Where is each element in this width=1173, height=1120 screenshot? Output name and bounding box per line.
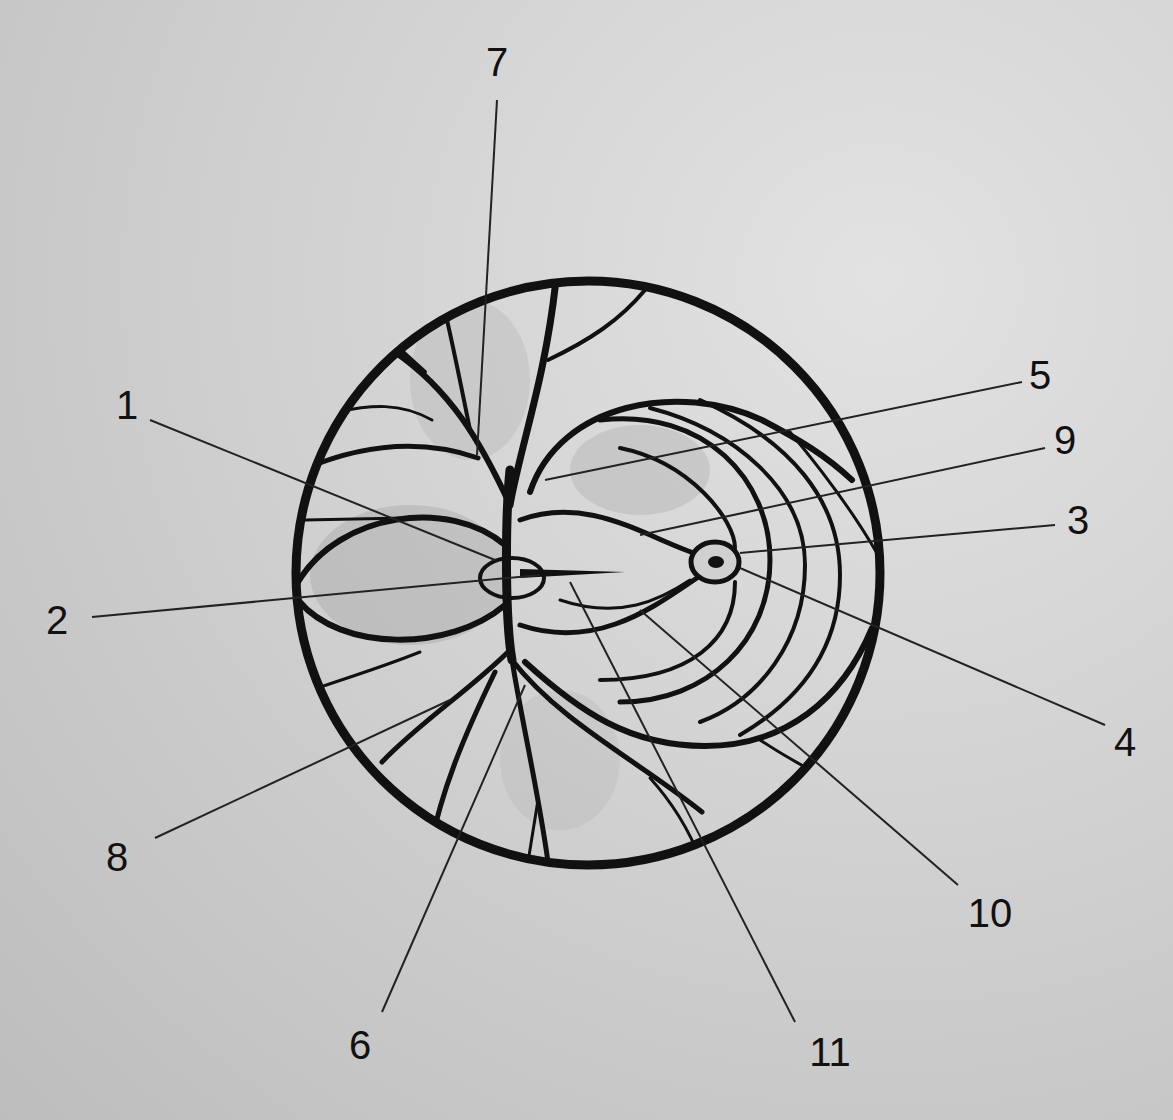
blood-vessel [510,280,556,505]
callout-number: 2 [42,598,72,642]
leader-line [570,582,795,1022]
fundus-outline [296,281,880,865]
blood-vessel [525,628,872,746]
leader-line [477,100,497,455]
callout-number: 9 [1050,418,1080,462]
callout-number: 5 [1025,353,1055,397]
leader-line [740,525,1055,553]
macula [691,542,739,582]
optic-disc [520,569,625,578]
blood-vessel [520,512,700,555]
leader-line [640,448,1045,535]
leader-line [155,700,450,838]
blood-vessel [520,576,700,633]
leader-line [92,100,1105,1022]
callout-number: 3 [1063,498,1093,542]
blood-vessel [382,650,510,762]
blood-vessel [548,290,645,360]
blood-vessel [298,518,505,582]
callout-number: 10 [964,891,1017,935]
blood-vessel [620,448,735,548]
blood-vessel [600,419,770,702]
blood-vessel [650,408,805,722]
callout-number: 7 [482,40,512,84]
macula [691,542,739,582]
callout-number: 8 [102,835,132,879]
blood-vessel [512,660,702,812]
callout-number: 1 [112,383,142,427]
callout-number: 6 [345,1023,375,1067]
blood-vessel [298,600,505,640]
leader-line [150,420,495,560]
leader-line [640,610,958,885]
blood-vessel [302,446,478,470]
leader-line [382,685,525,1012]
leader-line [740,568,1105,725]
blood-vessel [528,800,538,862]
callout-number: 4 [1110,720,1140,764]
blood-vessel [560,580,690,608]
blood-vessel [312,652,420,690]
blood-vessel [395,352,510,505]
macula [708,556,724,568]
callout-number: 11 [805,1030,855,1074]
leader-line [92,575,540,617]
leader-line [545,382,1022,480]
